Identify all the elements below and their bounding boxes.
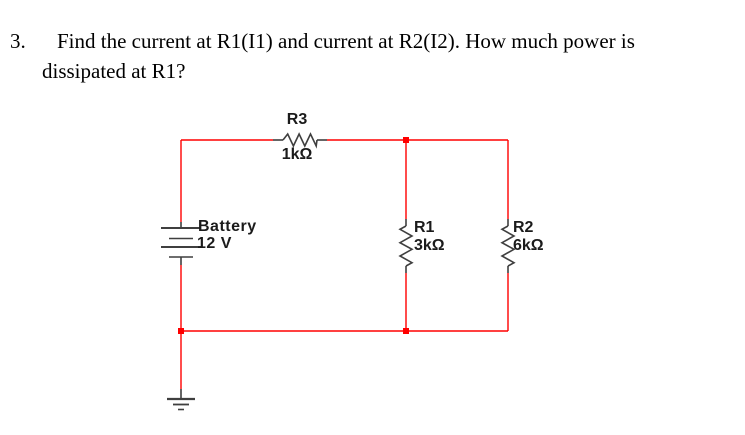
junction-dot-top bbox=[403, 137, 409, 143]
resistor-r2-label: R2 bbox=[513, 219, 534, 236]
resistor-r1-icon bbox=[398, 219, 414, 273]
wires bbox=[180, 139, 509, 389]
junction-dots bbox=[178, 137, 409, 334]
resistor-r2-value: 6kΩ bbox=[513, 237, 544, 254]
battery-label: Battery bbox=[198, 218, 257, 235]
resistor-r3-icon bbox=[273, 132, 327, 149]
question-text-line1: Find the current at R1(I1) and current a… bbox=[57, 29, 635, 53]
battery-icon bbox=[161, 222, 201, 265]
junction-dot-bottom-left bbox=[178, 328, 184, 334]
battery-value: 12 V bbox=[197, 235, 232, 252]
question-text-line2: dissipated at R1? bbox=[42, 59, 186, 83]
resistor-r3-label: R3 bbox=[286, 111, 308, 128]
resistor-r2-icon bbox=[500, 219, 516, 273]
resistor-r1-value: 3kΩ bbox=[414, 237, 445, 254]
question-number: 3. bbox=[10, 29, 26, 53]
resistor-r3-value: 1kΩ bbox=[281, 146, 313, 163]
resistor-r1-label: R1 bbox=[414, 219, 435, 236]
junction-dot-bottom-mid bbox=[403, 328, 409, 334]
ground-icon bbox=[167, 389, 195, 411]
